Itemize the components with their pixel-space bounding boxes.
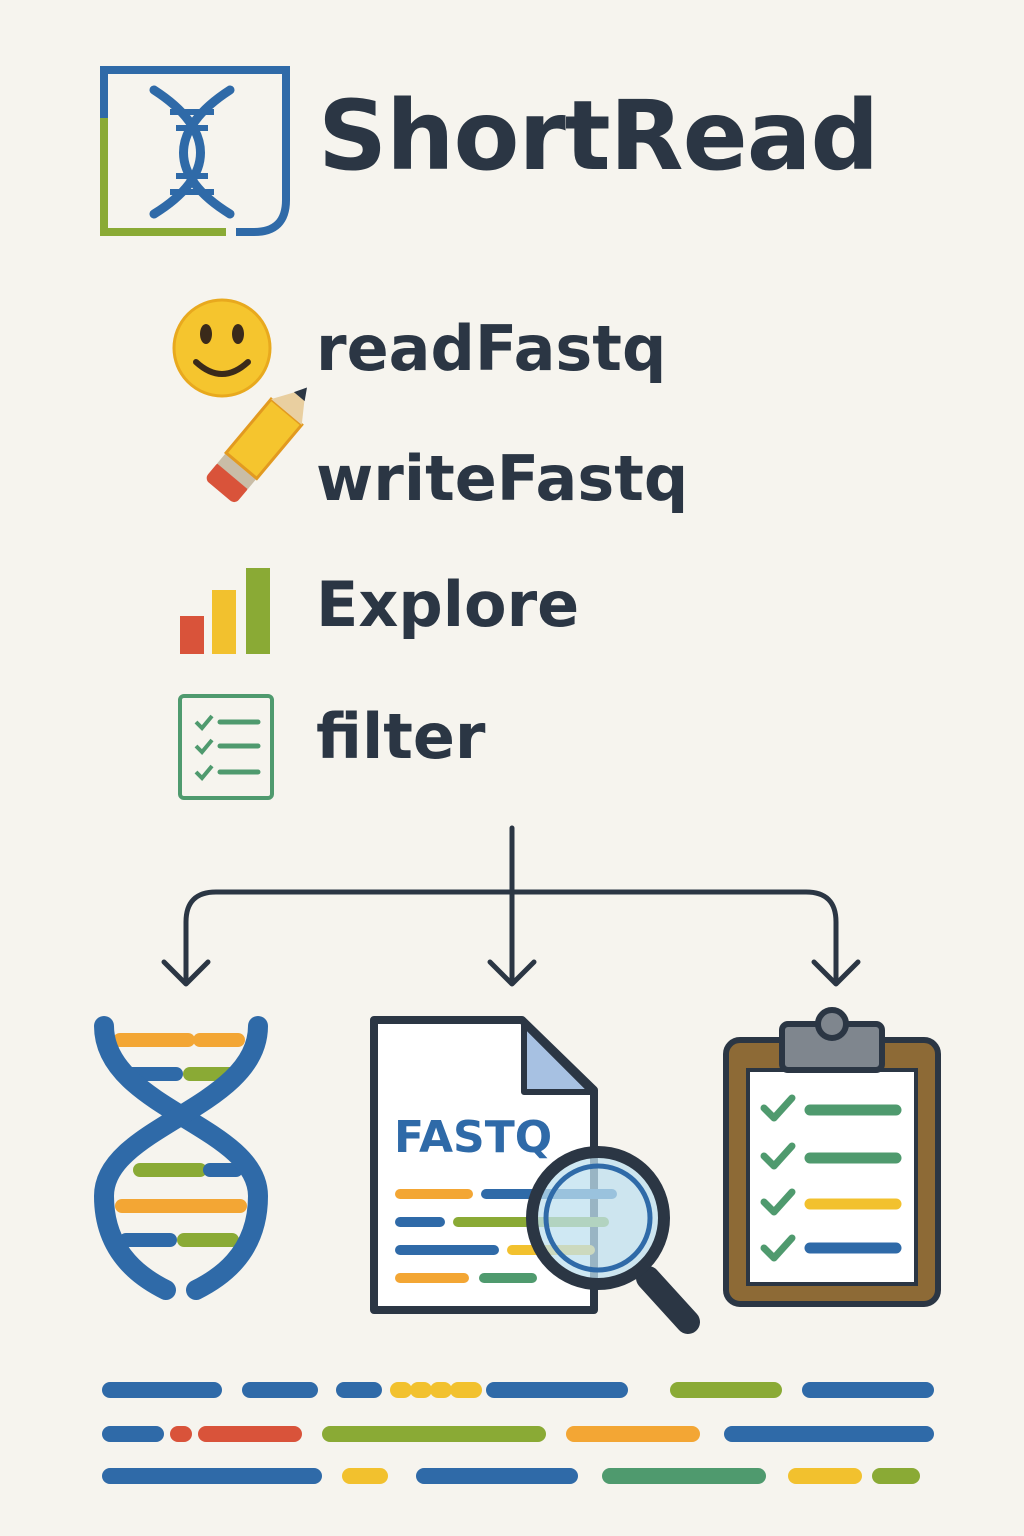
- branching-arrows: [161, 825, 861, 987]
- bar-chart-icon: [180, 568, 270, 654]
- function-filter-label: filter: [316, 700, 486, 773]
- dna-helix-icon: [93, 1016, 269, 1300]
- function-readfastq-label: readFastq: [316, 312, 667, 385]
- smiley-face-icon: [172, 298, 272, 398]
- fastq-file-search-icon: [370, 1016, 700, 1334]
- checklist-icon: [178, 694, 274, 800]
- logo-icon: [100, 66, 290, 236]
- fastq-file-label: FASTQ: [394, 1112, 553, 1163]
- pencil-icon: [206, 387, 307, 503]
- sequence-reads-strip: [102, 1382, 934, 1484]
- clipboard-checklist-icon: [723, 1007, 941, 1307]
- function-explore-label: Explore: [316, 568, 580, 641]
- function-writefastq-label: writeFastq: [316, 442, 689, 515]
- app-title: ShortRead: [318, 80, 879, 192]
